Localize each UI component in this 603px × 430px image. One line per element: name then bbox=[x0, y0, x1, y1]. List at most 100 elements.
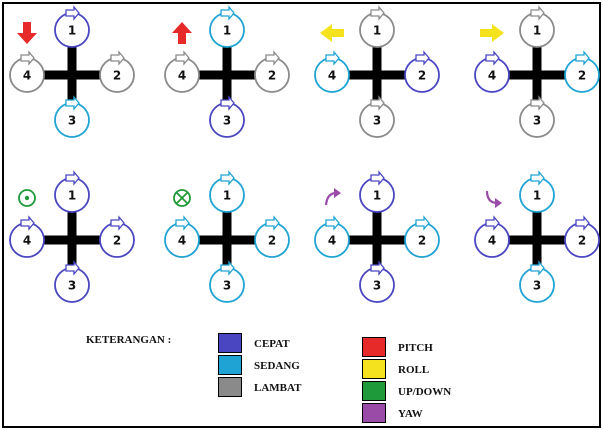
up-dot-center bbox=[24, 195, 30, 201]
rotation-arrow-icon bbox=[265, 215, 280, 231]
quadcopter-diagram: 1 2 3 4 bbox=[474, 170, 600, 303]
rotation-arrow-icon bbox=[485, 215, 500, 231]
motor-2: 2 bbox=[564, 215, 600, 258]
motor-label: 3 bbox=[533, 279, 541, 293]
rotation-arrow-icon bbox=[220, 95, 235, 111]
yaw-clockwise-arrow-icon bbox=[324, 191, 336, 206]
motor-label: 2 bbox=[268, 234, 276, 248]
motor-label: 1 bbox=[533, 24, 541, 38]
motor-3: 3 bbox=[209, 95, 245, 138]
frame-arm-vertical bbox=[532, 30, 542, 120]
pitch-up-arrow-icon bbox=[172, 22, 192, 44]
motor-4: 4 bbox=[164, 215, 200, 258]
rotation-arrow-icon bbox=[370, 95, 385, 111]
up-dot-symbol-icon bbox=[18, 189, 36, 207]
yaw-clockwise-head bbox=[334, 188, 341, 198]
quadcopter-diagram: 1 2 3 4 bbox=[164, 170, 290, 303]
motor-2: 2 bbox=[254, 215, 290, 258]
motor-label: 1 bbox=[68, 189, 76, 203]
motor-label: 4 bbox=[488, 234, 496, 248]
quadcopter-diagram: 1 2 3 4 bbox=[474, 5, 600, 138]
motor-label: 2 bbox=[418, 69, 426, 83]
motor-2: 2 bbox=[404, 215, 440, 258]
rotation-arrow-icon bbox=[175, 50, 190, 66]
motor-label: 3 bbox=[373, 279, 381, 293]
rotation-arrow-icon bbox=[485, 50, 500, 66]
yaw-counterclockwise-arrow-icon bbox=[485, 190, 497, 205]
motor-label: 2 bbox=[268, 69, 276, 83]
rotation-arrow-icon bbox=[20, 50, 35, 66]
motor-2: 2 bbox=[99, 50, 135, 93]
down-cross-lines bbox=[175, 191, 189, 205]
motor-label: 4 bbox=[488, 69, 496, 83]
rotation-arrow-icon bbox=[220, 170, 235, 186]
rotation-arrow-icon bbox=[415, 50, 430, 66]
motor-label: 1 bbox=[533, 189, 541, 203]
motor-1: 1 bbox=[519, 5, 555, 48]
motor-label: 4 bbox=[178, 69, 186, 83]
motor-2: 2 bbox=[564, 50, 600, 93]
rotation-arrow-icon bbox=[530, 170, 545, 186]
roll-left-arrow-icon bbox=[320, 24, 344, 42]
motor-4: 4 bbox=[474, 50, 510, 93]
rotation-arrow-icon bbox=[20, 215, 35, 231]
motor-label: 4 bbox=[328, 234, 336, 248]
motor-4: 4 bbox=[9, 215, 45, 258]
down-cross-symbol-icon bbox=[173, 189, 191, 207]
yaw-counterclockwise-head bbox=[495, 198, 502, 208]
motor-1: 1 bbox=[359, 170, 395, 213]
motor-1: 1 bbox=[209, 5, 245, 48]
rotation-arrow-icon bbox=[65, 170, 80, 186]
rotation-arrow-icon bbox=[220, 5, 235, 21]
rotation-arrow-icon bbox=[370, 260, 385, 276]
motor-label: 4 bbox=[328, 69, 336, 83]
rotation-arrow-icon bbox=[65, 5, 80, 21]
rotation-arrow-icon bbox=[265, 50, 280, 66]
motor-1: 1 bbox=[54, 5, 90, 48]
frame-arm-vertical bbox=[67, 30, 77, 120]
rotation-arrow-icon bbox=[325, 50, 340, 66]
motor-1: 1 bbox=[359, 5, 395, 48]
motor-label: 2 bbox=[113, 69, 121, 83]
rotation-arrow-icon bbox=[325, 215, 340, 231]
rotation-arrow-icon bbox=[415, 215, 430, 231]
motor-label: 3 bbox=[68, 279, 76, 293]
motor-3: 3 bbox=[519, 95, 555, 138]
motor-label: 3 bbox=[373, 114, 381, 128]
motor-label: 3 bbox=[533, 114, 541, 128]
rotation-arrow-icon bbox=[370, 170, 385, 186]
motor-label: 1 bbox=[373, 189, 381, 203]
rotation-arrow-icon bbox=[530, 95, 545, 111]
motor-2: 2 bbox=[404, 50, 440, 93]
motor-4: 4 bbox=[314, 215, 350, 258]
rotation-arrow-icon bbox=[575, 50, 590, 66]
rotation-arrow-icon bbox=[220, 260, 235, 276]
motor-label: 1 bbox=[68, 24, 76, 38]
motor-1: 1 bbox=[54, 170, 90, 213]
motor-4: 4 bbox=[164, 50, 200, 93]
motor-label: 2 bbox=[578, 69, 586, 83]
motor-label: 4 bbox=[178, 234, 186, 248]
motor-2: 2 bbox=[99, 215, 135, 258]
frame-arm-vertical bbox=[222, 195, 232, 285]
motor-3: 3 bbox=[519, 260, 555, 303]
quadcopter-diagram: 1 2 3 4 bbox=[314, 5, 440, 138]
motor-label: 1 bbox=[223, 24, 231, 38]
motor-4: 4 bbox=[314, 50, 350, 93]
rotation-arrow-icon bbox=[110, 215, 125, 231]
motor-1: 1 bbox=[519, 170, 555, 213]
motor-label: 3 bbox=[223, 279, 231, 293]
roll-right-arrow-icon bbox=[480, 24, 504, 42]
motor-3: 3 bbox=[359, 95, 395, 138]
motor-label: 3 bbox=[223, 114, 231, 128]
motor-3: 3 bbox=[209, 260, 245, 303]
motor-label: 3 bbox=[68, 114, 76, 128]
motor-3: 3 bbox=[359, 260, 395, 303]
motor-label: 1 bbox=[223, 189, 231, 203]
motor-4: 4 bbox=[474, 215, 510, 258]
rotation-arrow-icon bbox=[110, 50, 125, 66]
frame-arm-vertical bbox=[532, 195, 542, 285]
